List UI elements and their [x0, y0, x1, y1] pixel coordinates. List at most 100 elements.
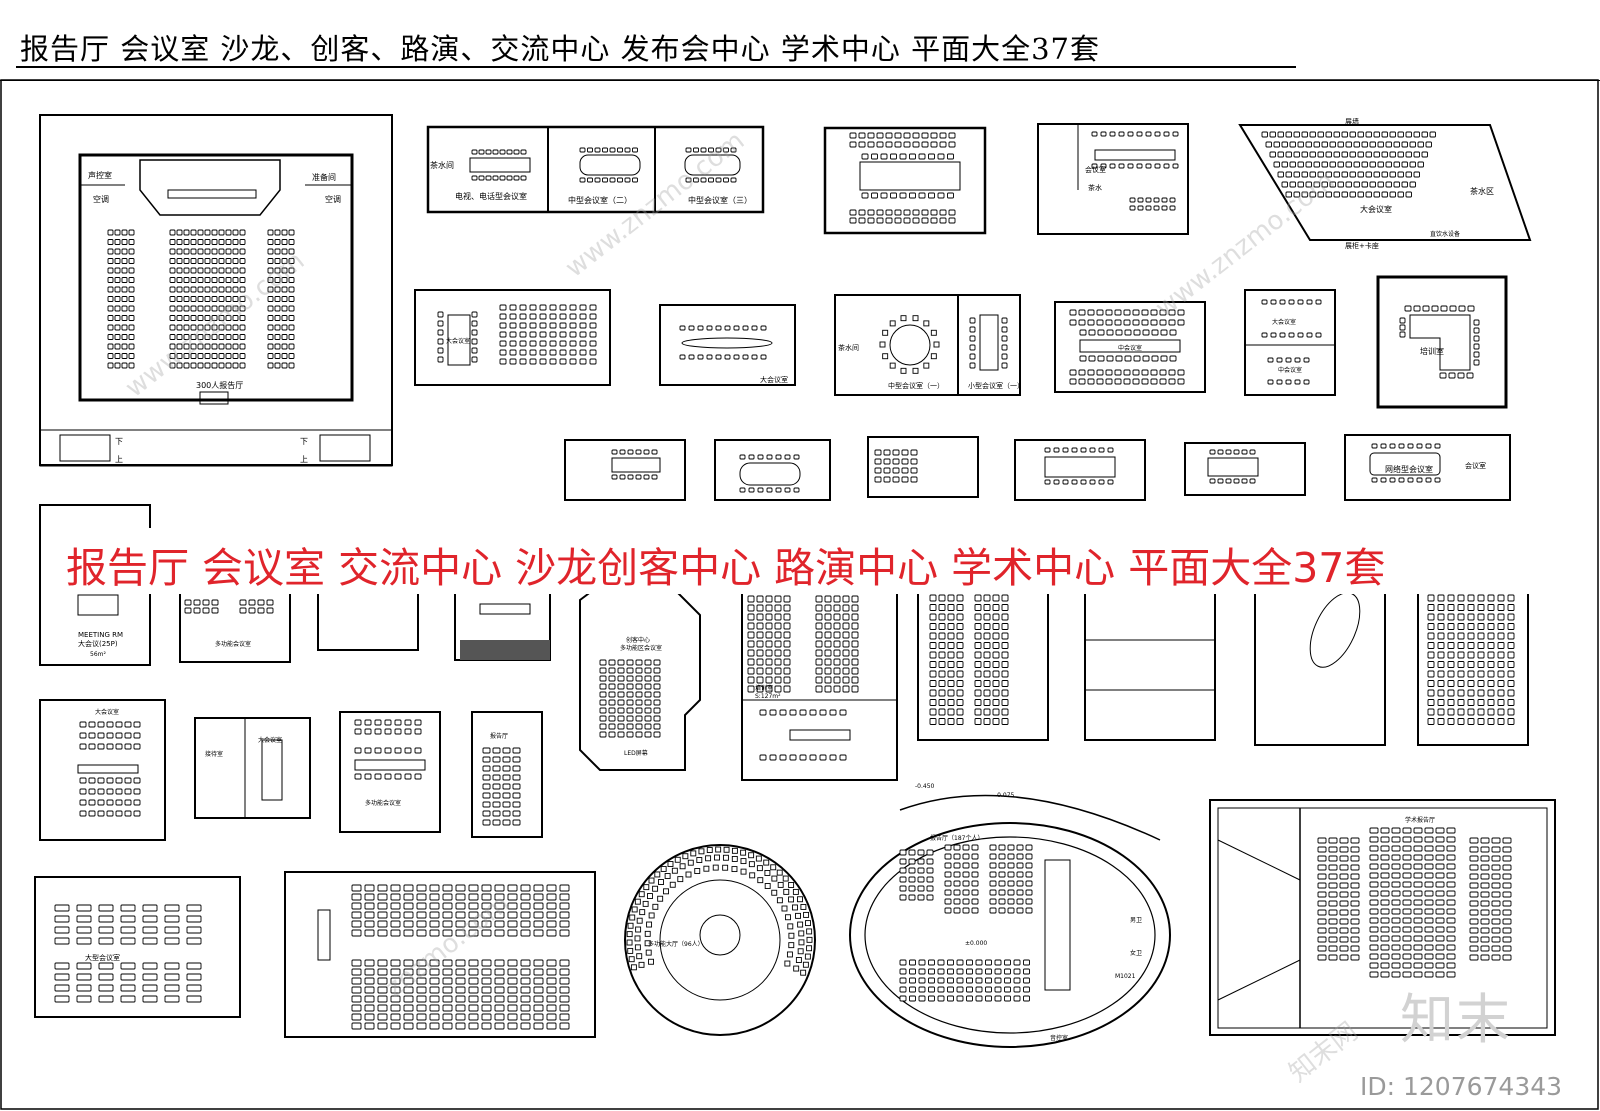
chair — [1089, 479, 1096, 485]
chair — [364, 959, 375, 967]
chair — [176, 315, 183, 321]
chair — [903, 209, 911, 216]
chair — [1297, 181, 1304, 188]
chair — [429, 929, 440, 937]
chair — [815, 631, 823, 639]
chair — [416, 911, 427, 919]
chair — [626, 731, 634, 738]
chair — [107, 267, 114, 274]
chair — [764, 870, 771, 876]
chair — [239, 315, 246, 321]
chair — [546, 1022, 557, 1030]
chair — [956, 594, 964, 602]
chair — [998, 844, 1006, 851]
chair — [1447, 670, 1455, 678]
chair — [599, 675, 607, 682]
top-meeting-chairs — [849, 132, 956, 224]
chair — [1288, 299, 1295, 305]
chair — [1385, 161, 1392, 168]
chair — [947, 959, 954, 966]
chair — [529, 340, 537, 347]
chair — [774, 604, 782, 612]
oh-wc: M1021 — [1115, 973, 1136, 980]
chair — [107, 353, 114, 359]
chair — [928, 153, 935, 160]
chair — [1447, 632, 1455, 640]
chair — [1100, 163, 1107, 169]
chair — [274, 286, 281, 293]
chair — [184, 607, 192, 614]
chair — [926, 867, 934, 874]
chair — [169, 229, 176, 236]
chair — [974, 623, 982, 630]
chair — [833, 676, 841, 684]
chair — [892, 458, 900, 465]
chair — [1391, 962, 1401, 969]
chair — [617, 699, 625, 706]
chair — [632, 177, 638, 183]
chair — [788, 932, 795, 939]
chair — [1431, 305, 1439, 312]
chair — [648, 877, 655, 884]
chair — [1025, 889, 1033, 896]
chair — [966, 977, 973, 984]
mm-room-label: 中会议室 — [1118, 344, 1142, 352]
chair — [416, 1004, 427, 1012]
chair — [128, 229, 135, 236]
chair — [956, 718, 964, 725]
chair — [468, 920, 479, 928]
chair — [288, 267, 295, 274]
chair — [384, 773, 392, 780]
chair — [1350, 918, 1360, 925]
chair — [671, 867, 678, 874]
chair — [983, 708, 991, 716]
chair — [824, 604, 832, 612]
chair — [788, 882, 795, 888]
chair — [520, 884, 531, 892]
chair — [1457, 708, 1465, 716]
chair — [1339, 864, 1349, 871]
chair — [1285, 151, 1292, 158]
chair — [956, 651, 964, 659]
chair — [1480, 927, 1490, 934]
chair — [455, 1013, 466, 1021]
chair — [992, 604, 1000, 611]
chair — [953, 889, 961, 896]
chair — [635, 683, 643, 690]
chair — [1424, 962, 1434, 969]
chair — [1357, 131, 1364, 138]
chair — [97, 721, 105, 728]
chair — [908, 858, 916, 865]
chair — [1507, 699, 1515, 706]
network-room-label: 网络型会议室 — [1385, 464, 1433, 474]
chair — [1285, 379, 1292, 385]
chair — [176, 362, 183, 369]
chair — [1446, 881, 1456, 888]
chair — [218, 258, 225, 264]
chair — [770, 864, 777, 871]
chair — [867, 217, 875, 224]
chair — [579, 304, 587, 311]
chair — [1480, 945, 1490, 952]
chair — [88, 799, 96, 806]
chair — [1301, 151, 1308, 158]
chair — [947, 623, 955, 630]
chair — [653, 723, 661, 730]
chair — [509, 304, 517, 311]
chair — [1273, 141, 1280, 148]
chair — [114, 343, 121, 350]
chair — [899, 192, 907, 199]
chair — [429, 1022, 440, 1030]
chair — [1328, 882, 1338, 889]
chair — [747, 640, 755, 648]
chair — [947, 651, 955, 659]
chair — [635, 707, 643, 714]
chair — [1328, 873, 1338, 880]
chair — [1281, 181, 1288, 188]
chair — [1329, 161, 1336, 168]
chair — [257, 599, 265, 606]
chair — [909, 995, 916, 1002]
large-meeting-c-chairs — [79, 721, 141, 817]
chair — [124, 777, 132, 784]
chair — [944, 844, 952, 851]
